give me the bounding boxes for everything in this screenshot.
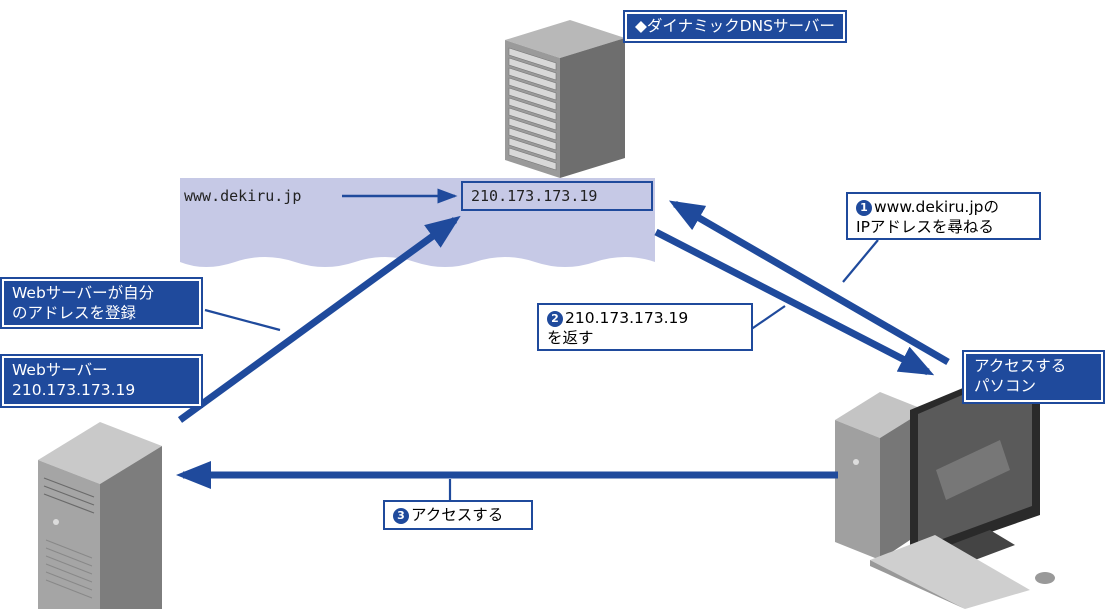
leader-register	[204, 308, 281, 332]
web-server-icon	[38, 422, 162, 609]
step3-text: アクセスする	[411, 506, 504, 524]
step3-number-badge: 3	[393, 508, 409, 524]
record-domain: www.dekiru.jp	[184, 186, 301, 206]
step2-line2: を返す	[547, 329, 594, 347]
record-domain-text: www.dekiru.jp	[184, 187, 302, 205]
register-line2: のアドレスを登録	[12, 304, 137, 322]
web-server-ip: 210.173.173.19	[12, 381, 136, 399]
step2-number-badge: 2	[547, 311, 563, 327]
dns-server-title: ◆ダイナミックDNSサーバー	[623, 10, 847, 43]
leader-step2	[749, 305, 786, 331]
dns-server-rack-icon	[505, 20, 625, 178]
step2-text1: 210.173.173.19	[565, 309, 689, 327]
leader-step1	[842, 239, 879, 283]
reply-arrow	[654, 228, 935, 376]
register-arrow	[177, 215, 461, 423]
client-line1: アクセスする	[974, 357, 1067, 375]
dns-server-title-text: ◆ダイナミックDNSサーバー	[635, 17, 835, 35]
web-server-name: Webサーバー	[12, 361, 108, 379]
step1-line2: IPアドレスを尋ねる	[856, 218, 994, 236]
client-line2: パソコン	[974, 377, 1037, 395]
step1-text1: www.dekiru.jpの	[874, 198, 999, 216]
client-label: アクセスする パソコン	[962, 350, 1105, 404]
register-line1: Webサーバーが自分	[12, 284, 155, 302]
web-server-label: Webサーバー 210.173.173.19	[0, 354, 203, 408]
query-arrow	[668, 200, 950, 366]
client-pc-icon	[835, 356, 1055, 609]
register-callout: Webサーバーが自分 のアドレスを登録	[0, 277, 203, 329]
step1-number-badge: 1	[856, 200, 872, 216]
record-ip-text: 210.173.173.19	[471, 187, 598, 205]
record-ip: 210.173.173.19	[461, 181, 653, 211]
